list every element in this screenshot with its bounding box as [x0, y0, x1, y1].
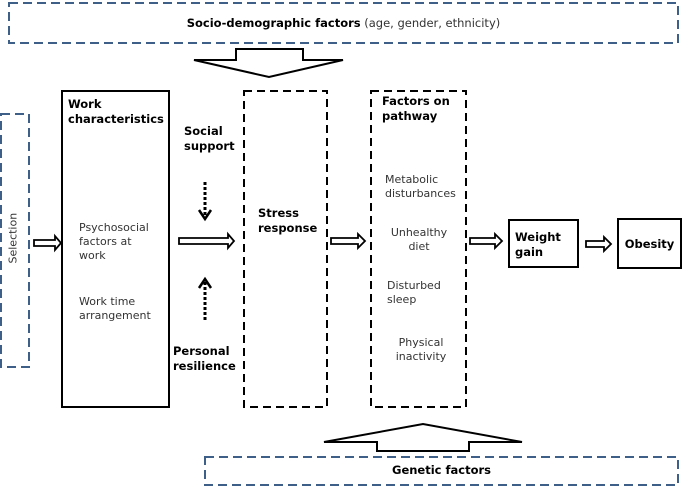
socio-demographic-box: [8, 2, 679, 44]
work-item-time-arrangement: Work time arrangement: [79, 295, 151, 322]
pathway-item-diet: Unhealthy diet: [390, 226, 448, 253]
stress-response-box: [243, 90, 328, 408]
work-characteristics-box: [61, 90, 170, 408]
selection-label: Selection: [6, 212, 20, 264]
socio-demographic-label: Socio-demographic factors (age, gender, …: [9, 16, 678, 31]
pathway-item-sleep: Disturbed sleep: [387, 279, 441, 306]
obesity-box: [617, 218, 682, 269]
pathway-title: Factors on pathway: [382, 94, 450, 123]
weight-to-obesity-arrow-icon: [585, 234, 613, 254]
genetic-factors-label: Genetic factors: [392, 463, 491, 477]
stress-to-pathway-arrow-icon: [330, 231, 367, 251]
social-support-arrowhead-icon: [197, 209, 213, 222]
socio-demographic-title: Socio-demographic factors: [186, 16, 361, 30]
work-to-stress-arrow-icon: [178, 231, 236, 251]
arrow-down-block-icon: [193, 48, 344, 79]
genetic-up-block-arrow-icon: [323, 422, 523, 452]
genetic-factors-box: [204, 456, 679, 486]
selection-to-work-arrow-icon: [33, 233, 63, 253]
socio-demographic-detail: (age, gender, ethnicity): [360, 16, 501, 30]
pathway-item-inactivity: Physical inactivity: [395, 336, 447, 363]
pathway-item-metabolic: Metabolic disturbances: [385, 173, 456, 200]
stress-response-title: Stress response: [258, 206, 318, 235]
personal-resilience-label: Personal resilience: [173, 344, 236, 373]
obesity-title: Obesity: [624, 237, 675, 251]
social-support-label: Social support: [184, 124, 235, 153]
weight-gain-title: Weight gain: [515, 230, 561, 259]
weight-gain-box: [508, 219, 579, 268]
resilience-arrowhead-icon: [197, 276, 213, 289]
pathway-to-weight-arrow-icon: [469, 231, 504, 251]
pathway-box: [370, 90, 467, 408]
selection-box: [0, 113, 30, 368]
work-item-psychosocial: Psychosocial factors at work: [79, 221, 149, 262]
work-characteristics-title: Work characteristics: [68, 97, 164, 126]
